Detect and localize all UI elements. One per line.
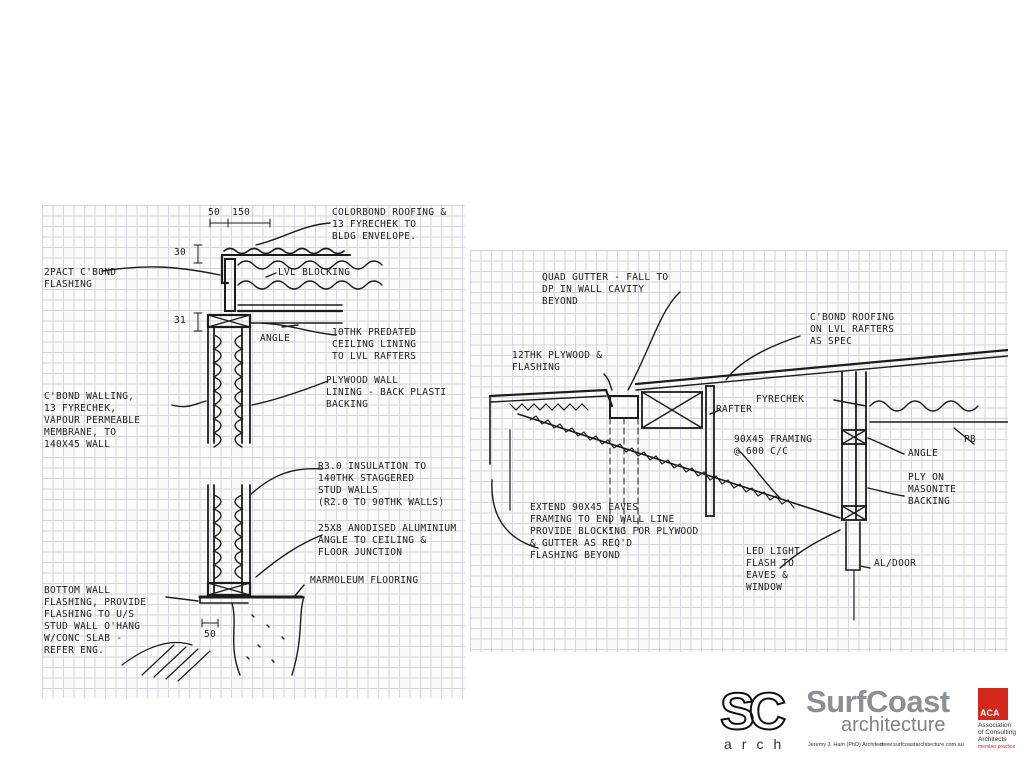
label-insulation: R3.0 INSULATION TO 140THK STAGGERED STUD… (318, 461, 445, 508)
aca-line-1: Association (978, 722, 1012, 729)
aca-name: Association of Consulting Architects (978, 722, 1022, 743)
label-rafter: RAFTER (716, 404, 753, 415)
label-pb: PB (964, 434, 977, 445)
website-url: www.surfcoastarchitecture.com.au (880, 742, 964, 748)
label-marmoleum: MARMOLEUM FLOORING (310, 575, 419, 586)
label-extend: EXTEND 90X45 EAVES FRAMING TO END WALL L… (530, 502, 699, 561)
brand-name: SurfCoast (806, 684, 950, 719)
sc-arch-subtext: arch (724, 736, 792, 752)
aca-mark: ACA (980, 708, 1000, 718)
label-lvl-blocking: LVL BLOCKING (278, 267, 351, 278)
sc-arch-logo: SC arch (719, 683, 804, 752)
label-ply-lining: PLYWOOD WALL LINING - BACK PLASTI BACKIN… (326, 375, 447, 410)
architect-name: Jeremy J. Ham (PhD) Architect (808, 742, 884, 748)
label-quad-gutter: QUAD GUTTER - FALL TO DP IN WALL CAVITY … (542, 272, 669, 307)
dim-31: 31 (174, 315, 187, 326)
label-cbond-roofing: C'BOND ROOFING ON LVL RAFTERS AS SPEC (810, 312, 895, 347)
dim-top: 50 150 (208, 207, 251, 218)
dim-50: 50 (204, 629, 217, 640)
label-angle: ANGLE (260, 333, 291, 344)
label-anodised: 25X8 ANODISED ALUMINIUM ANGLE TO CEILING… (318, 523, 457, 558)
left-detail-sheet: 50 150 30 31 50 COLORBOND ROOFING & 13 F… (42, 205, 465, 698)
label-fyrechek: FYRECHEK (756, 394, 805, 405)
label-plywood: 12THK PLYWOOD & FLASHING (512, 350, 603, 373)
right-detail-sheet: QUAD GUTTER - FALL TO DP IN WALL CAVITY … (470, 250, 1008, 652)
label-angle: ANGLE (908, 448, 939, 459)
brand-subtitle: architecture (841, 714, 946, 736)
right-detail-drawing (488, 291, 1008, 621)
label-ceiling: 10THK PREDATED CEILING LINING TO LVL RAF… (332, 327, 417, 362)
aca-line-3: Architects (978, 736, 1007, 743)
aca-member-practice: member practice (978, 744, 1016, 750)
label-roofing: COLORBOND ROOFING & 13 FYRECHEK TO BLDG … (332, 207, 447, 242)
left-detail-drawing (101, 218, 383, 682)
label-ply-on: PLY ON MASONITE BACKING (908, 472, 957, 507)
label-led: LED LIGHT FLASH TO EAVES & WINDOW (746, 546, 801, 593)
label-door: AL/DOOR (874, 558, 917, 569)
label-framing: 90X45 FRAMING @ 600 C/C (734, 434, 813, 457)
label-bottom-flashing: BOTTOM WALL FLASHING, PROVIDE FLASHING T… (44, 585, 147, 656)
dim-30: 30 (174, 247, 187, 258)
aca-line-2: of Consulting (978, 729, 1016, 736)
label-walling: C'BOND WALLING, 13 FYRECHEK, VAPOUR PERM… (44, 391, 141, 450)
label-flashing: 2PACT C'BOND FLASHING (44, 267, 117, 290)
sc-mark: SC (719, 683, 787, 741)
aca-logo: ACA (978, 688, 1008, 720)
